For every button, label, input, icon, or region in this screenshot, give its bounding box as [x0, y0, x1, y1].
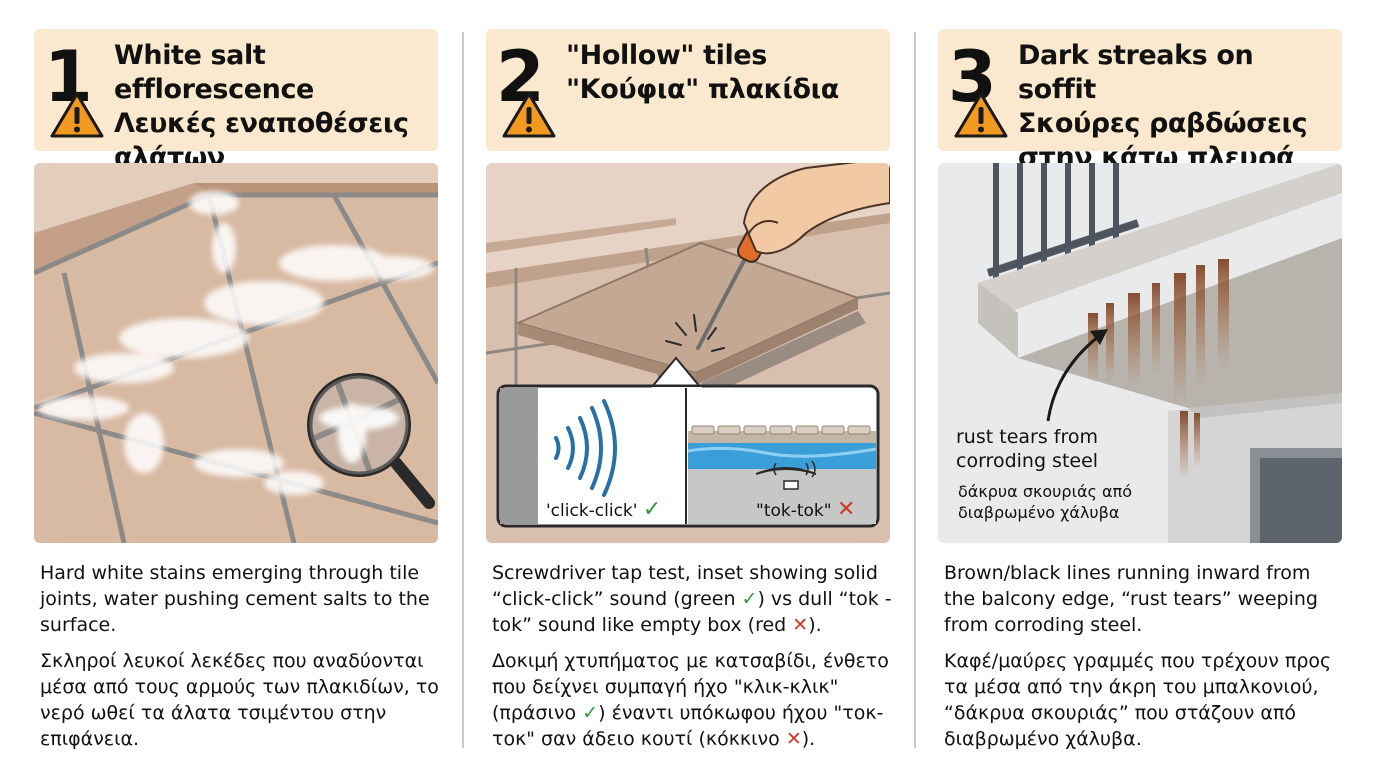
inset-good-label: 'click-click' ✓	[546, 497, 661, 522]
illustration-tap-test: 'click-click' ✓ "tok-tok" ✕	[486, 163, 890, 543]
inset-bad-label: "tok-tok" ✕	[756, 497, 855, 522]
description-english: Screwdriver tap test, inset showing soli…	[492, 562, 892, 636]
balcony-soffit-illustration	[938, 163, 1342, 543]
cross-icon: ✕	[785, 728, 802, 750]
description-greek: Δοκιμή χτυπήματος με κατσαβίδι, ένθετο π…	[492, 650, 889, 750]
click-click-label: 'click-click'	[546, 501, 638, 521]
step-number: 1	[44, 36, 93, 118]
warning-icon	[50, 92, 104, 138]
description-english: Hard white stains emerging through tile …	[40, 562, 430, 636]
cross-icon: ✕	[792, 614, 809, 636]
title-greek: "Κούφια" πλακίδια	[566, 74, 839, 105]
annotation-english: rust tears from corroding steel	[956, 426, 1099, 472]
title-english: "Hollow" tiles	[566, 40, 767, 71]
title-english: Dark streaks on soffit	[1018, 40, 1254, 105]
panel-header: 2 "Hollow" tiles "Κούφια" πλακίδια	[486, 29, 890, 151]
panel-description: Hard white stains emerging through tile …	[40, 560, 440, 752]
tap-test-illustration	[486, 163, 890, 543]
panel-divider	[914, 32, 916, 748]
annotation-greek: δάκρυα σκουριάς από διαβρωμένο χάλυβα	[958, 482, 1132, 522]
panel-header: 1 White salt efflorescence Λευκές εναποθ…	[34, 29, 438, 173]
panel-efflorescence: 1 White salt efflorescence Λευκές εναποθ…	[34, 0, 440, 768]
cross-icon: ✕	[837, 497, 856, 522]
title-greek: Λευκές εναποθέσεις αλάτων	[114, 108, 409, 173]
warning-icon	[954, 92, 1008, 138]
warning-icon	[502, 92, 556, 138]
panel-divider	[462, 32, 464, 748]
panel-header: 3 Dark streaks on soffit Σκούρες ραβδώσε…	[938, 29, 1342, 173]
check-icon: ✓	[642, 497, 662, 522]
efflorescence-tiles-illustration	[34, 163, 438, 543]
illustration-efflorescence	[34, 163, 438, 543]
panel-hollow-tiles: 2 "Hollow" tiles "Κούφια" πλακίδια	[486, 0, 892, 768]
step-number: 2	[496, 36, 545, 118]
panel-description: Brown/black lines running inward from th…	[944, 560, 1344, 752]
description-greek: Σκληροί λευκοί λεκέδες που αναδύονται μέ…	[40, 650, 439, 750]
description-english: Brown/black lines running inward from th…	[944, 562, 1318, 636]
step-number: 3	[948, 36, 997, 118]
panel-description: Screwdriver tap test, inset showing soli…	[492, 560, 892, 752]
panel-soffit-streaks: 3 Dark streaks on soffit Σκούρες ραβδώσε…	[938, 0, 1344, 768]
description-greek: Καφέ/μαύρες γραμμές που τρέχουν προς τα …	[944, 650, 1332, 750]
check-icon: ✓	[582, 702, 599, 724]
title-english: White salt efflorescence	[114, 40, 314, 105]
illustration-soffit: rust tears from corroding steel δάκρυα σ…	[938, 163, 1342, 543]
check-icon: ✓	[741, 588, 758, 610]
tok-tok-label: "tok-tok"	[756, 501, 832, 521]
